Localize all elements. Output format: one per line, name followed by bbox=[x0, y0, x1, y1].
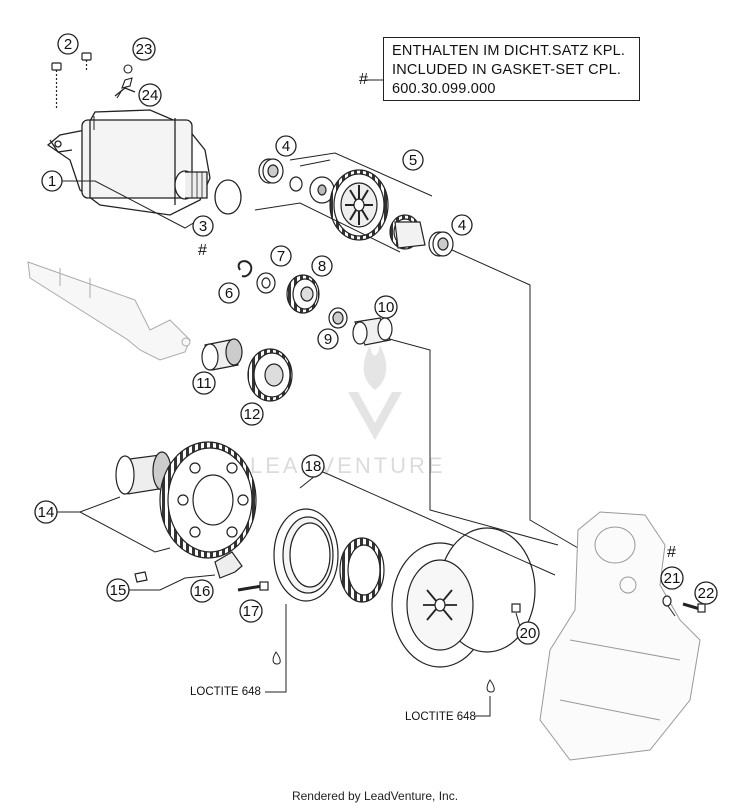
callout-number: 2 bbox=[64, 36, 72, 53]
callout-18: 18 bbox=[301, 454, 325, 478]
callout-14: 14 bbox=[34, 500, 58, 524]
note-line-german: ENTHALTEN IM DICHT.SATZ KPL. bbox=[392, 43, 626, 59]
callout-number: 10 bbox=[378, 299, 395, 316]
callout-number: 4 bbox=[282, 138, 290, 155]
callout-number: 17 bbox=[243, 603, 260, 620]
callout-3: 3 bbox=[192, 215, 214, 237]
callout-number: 14 bbox=[38, 504, 55, 521]
loctite-label-right: LOCTITE 648 bbox=[405, 711, 476, 723]
loctite-drops bbox=[272, 651, 495, 693]
callout-number: 20 bbox=[520, 625, 537, 642]
idler-gear-assembly bbox=[258, 158, 454, 257]
callout-24: 24 bbox=[138, 83, 162, 107]
callout-number: 5 bbox=[409, 152, 417, 169]
callout-4-left: 4 bbox=[275, 135, 297, 157]
callout-number: 15 bbox=[110, 582, 127, 599]
callout-number: 6 bbox=[225, 285, 233, 302]
callout-number: 11 bbox=[196, 375, 212, 392]
callout-number: 1 bbox=[48, 173, 56, 190]
callout-number: 7 bbox=[277, 248, 285, 265]
callout-number: 4 bbox=[458, 217, 466, 234]
callout-number: 8 bbox=[318, 258, 326, 275]
washer-and-bolt bbox=[662, 595, 706, 613]
freewheel-assembly bbox=[273, 508, 536, 668]
callout-7: 7 bbox=[270, 245, 292, 267]
bolt-pair bbox=[51, 52, 92, 108]
hash-marker-21: # bbox=[667, 544, 676, 561]
gasket-set-note: ENTHALTEN IM DICHT.SATZ KPL. INCLUDED IN… bbox=[383, 37, 640, 101]
callout-number: 21 bbox=[664, 570, 681, 587]
callout-17: 17 bbox=[239, 599, 263, 623]
callout-number: 3 bbox=[199, 218, 207, 235]
starter-motor bbox=[46, 87, 211, 216]
callout-number: 16 bbox=[194, 583, 211, 600]
callout-number: 22 bbox=[698, 585, 715, 602]
callout-9: 9 bbox=[317, 328, 339, 350]
callout-6: 6 bbox=[218, 282, 240, 304]
engine-case-faded bbox=[539, 511, 701, 761]
callout-12: 12 bbox=[240, 402, 264, 426]
callout-5: 5 bbox=[402, 149, 424, 171]
hash-note-marker: # bbox=[359, 71, 368, 88]
intermediate-gear-set bbox=[201, 260, 393, 402]
terminal-nut bbox=[116, 64, 133, 99]
footer-credit: Rendered by LeadVenture, Inc. bbox=[291, 789, 459, 803]
note-part-number: 600.30.099.000 bbox=[392, 81, 496, 97]
callout-number: 24 bbox=[142, 87, 159, 104]
callout-22: 22 bbox=[694, 581, 718, 605]
loctite-label-left: LOCTITE 648 bbox=[190, 686, 261, 698]
leadventure-watermark: LEADVENTURE bbox=[250, 345, 446, 478]
callout-8: 8 bbox=[311, 255, 333, 277]
callout-number: 18 bbox=[305, 458, 322, 475]
callout-20: 20 bbox=[516, 621, 540, 645]
crankshaft-faded bbox=[27, 261, 191, 361]
callout-number: 12 bbox=[244, 406, 261, 423]
callout-15: 15 bbox=[106, 578, 130, 602]
note-line-english: INCLUDED IN GASKET-SET CPL. bbox=[392, 62, 622, 78]
leader-lines bbox=[254, 152, 591, 556]
callout-number: 23 bbox=[136, 41, 153, 58]
callout-1: 1 bbox=[41, 170, 63, 192]
o-ring bbox=[214, 179, 242, 215]
callout-4-right: 4 bbox=[451, 214, 473, 236]
callout-23: 23 bbox=[132, 37, 156, 61]
callout-2: 2 bbox=[57, 33, 79, 55]
callout-10: 10 bbox=[374, 295, 398, 319]
watermark-text: LEADVENTURE bbox=[250, 453, 446, 478]
starter-ring-gear bbox=[115, 441, 269, 592]
callout-21: 21 bbox=[660, 566, 684, 590]
hash-marker-3: # bbox=[198, 242, 207, 259]
callout-11: 11 bbox=[192, 371, 216, 395]
callout-16: 16 bbox=[190, 579, 214, 603]
callout-number: 9 bbox=[324, 331, 332, 348]
